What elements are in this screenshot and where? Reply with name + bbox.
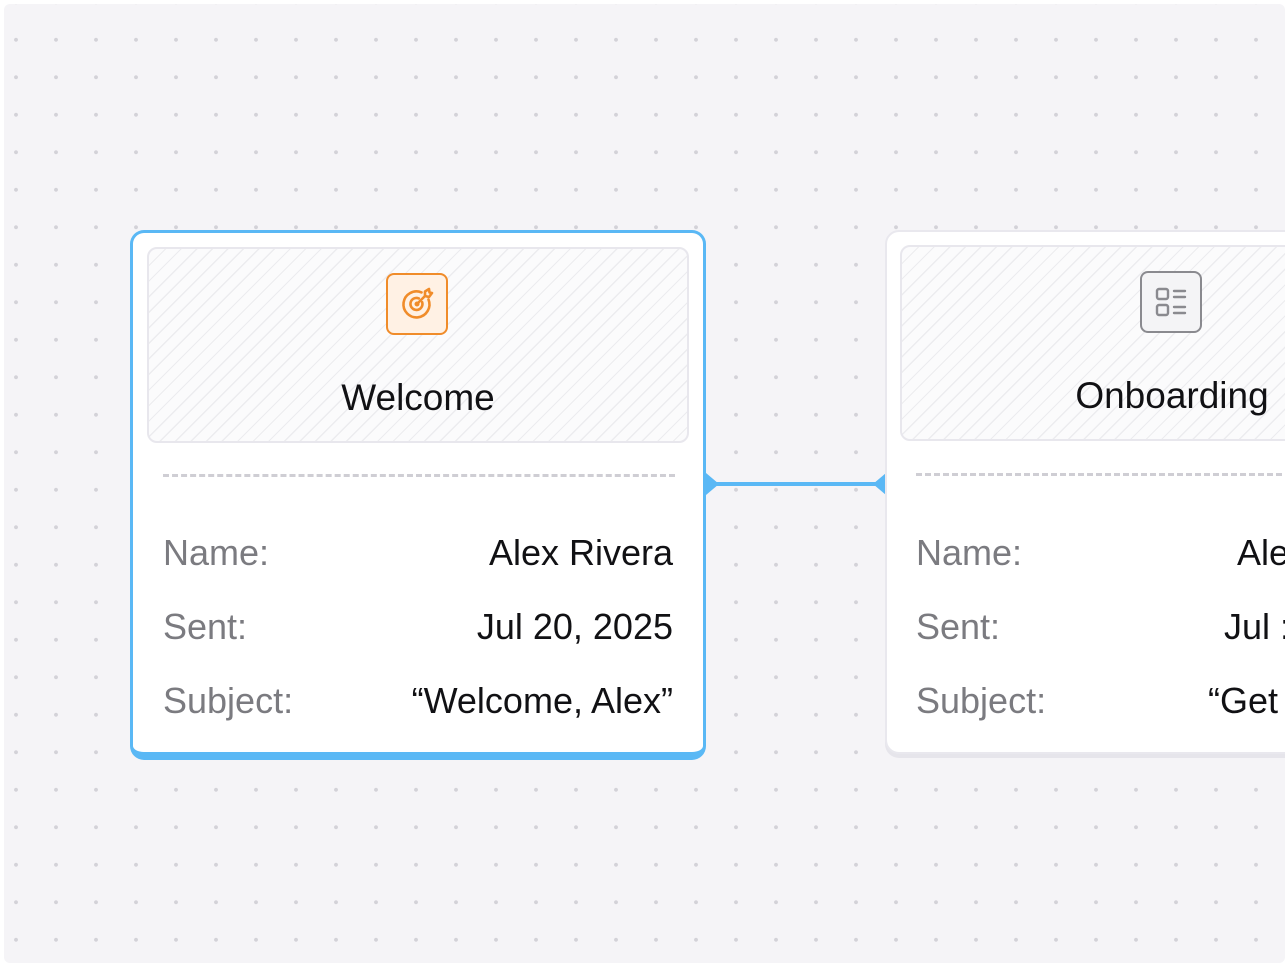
target-icon (386, 273, 448, 335)
divider (163, 474, 675, 477)
field-label: Subject: (916, 680, 1047, 721)
output-port-handle[interactable] (706, 473, 719, 495)
divider (916, 473, 1285, 476)
field-value: Ale (1237, 532, 1285, 573)
node-connector-edge[interactable] (708, 482, 884, 486)
field-label: Name: (916, 532, 1023, 573)
node-header: Onboarding (900, 245, 1285, 441)
field-value: Jul : (1224, 606, 1285, 647)
node-title: Onboarding (1075, 375, 1269, 416)
field-value: “Get (1208, 680, 1279, 721)
node-card-onboarding[interactable]: Onboarding Name: Ale Sent: Jul : Subject… (885, 230, 1285, 754)
field-value: “Welcome, Alex” (411, 680, 673, 721)
node-title: Welcome (341, 377, 495, 418)
field-label: Name: (163, 532, 270, 573)
input-port-handle[interactable] (873, 473, 886, 495)
list-icon (1140, 271, 1202, 333)
field-label: Subject: (163, 680, 294, 721)
workflow-canvas[interactable]: Welcome Name: Alex Rivera Sent: Jul 20, … (4, 4, 1285, 963)
node-card-welcome[interactable]: Welcome Name: Alex Rivera Sent: Jul 20, … (130, 230, 706, 760)
field-value: Jul 20, 2025 (476, 606, 673, 647)
field-label: Sent: (916, 606, 1001, 647)
field-value: Alex Rivera (488, 532, 673, 573)
field-label: Sent: (163, 606, 248, 647)
node-header: Welcome (147, 247, 689, 443)
